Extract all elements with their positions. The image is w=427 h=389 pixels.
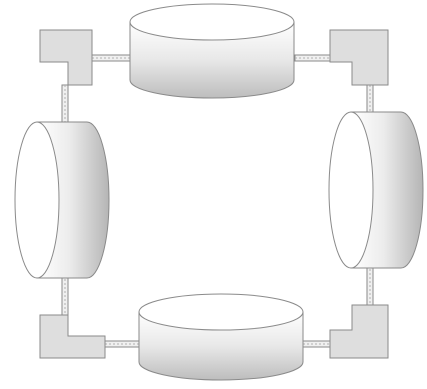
pipe-right-lower [366, 264, 374, 311]
cylinder-left [14, 121, 110, 279]
corner-bottom-right [329, 304, 389, 359]
cylinder-right [328, 111, 424, 269]
pipe-bottom-right [302, 340, 332, 348]
pipe-bottom-left [104, 340, 141, 348]
corner-top-right [329, 29, 389, 86]
pipe-left-upper [61, 84, 69, 126]
corner-bottom-left [39, 314, 106, 359]
cylinder-bottom [138, 293, 304, 381]
corner-top-left [39, 29, 93, 86]
pipe-top-left [91, 54, 131, 62]
pipe-top-right [294, 54, 334, 62]
pipe-left-lower [61, 274, 69, 316]
cylinder-top [129, 3, 295, 99]
